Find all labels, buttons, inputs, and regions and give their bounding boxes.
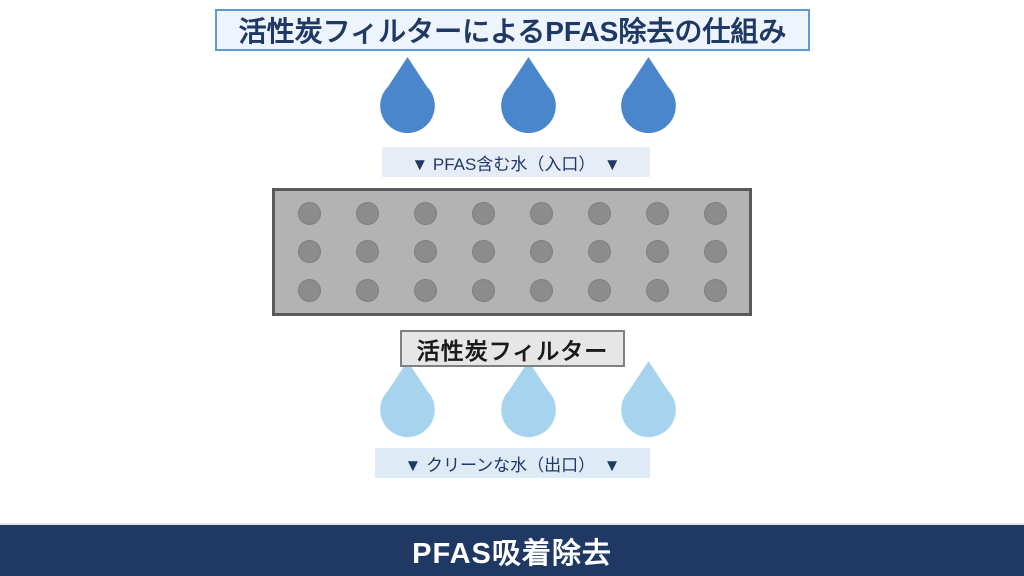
pfas-water-drop-icon [500,57,556,134]
carbon-dot [587,201,611,225]
footer-bar: PFAS吸着除去 [0,523,1024,576]
carbon-dot [529,240,553,264]
carbon-dot [413,201,437,225]
carbon-dot [529,201,553,225]
carbon-dot [703,201,727,225]
clean-water-drop-icon [621,361,676,438]
inlet-flow-label: ▼ PFAS含む水（入口） ▼ [382,147,650,177]
carbon-dot [297,240,321,264]
carbon-dot [355,279,379,303]
page-title: 活性炭フィルターによるPFAS除去の仕組み [238,16,787,47]
clean-water-drop-icon [380,361,435,438]
carbon-dot [297,279,321,303]
carbon-dot [645,279,669,303]
carbon-dot [355,240,379,264]
carbon-dot [413,279,437,303]
outlet-drops-row [376,361,680,439]
pfas-water-drop-icon [621,57,676,134]
carbon-dot [471,240,495,264]
filter-label: 活性炭フィルター [400,330,625,367]
carbon-dot [587,240,611,264]
title-box: 活性炭フィルターによるPFAS除去の仕組み [215,9,810,51]
carbon-dot [703,279,727,303]
carbon-dot [297,201,321,225]
carbon-dot [355,201,379,225]
inlet-drops-row [376,57,680,135]
carbon-dot [587,279,611,303]
pfas-water-drop-icon [380,57,435,134]
footer-title: PFAS吸着除去 [412,537,612,570]
carbon-dot [645,240,669,264]
carbon-dot [471,279,495,303]
activated-carbon-filter-body [272,188,752,316]
carbon-dot [529,279,553,303]
outlet-flow-label: ▼ クリーンな水（出口） ▼ [375,448,650,478]
carbon-dot [471,201,495,225]
carbon-dot [703,240,727,264]
carbon-dot [645,201,669,225]
clean-water-drop-icon [500,361,556,438]
carbon-dot [413,240,437,264]
